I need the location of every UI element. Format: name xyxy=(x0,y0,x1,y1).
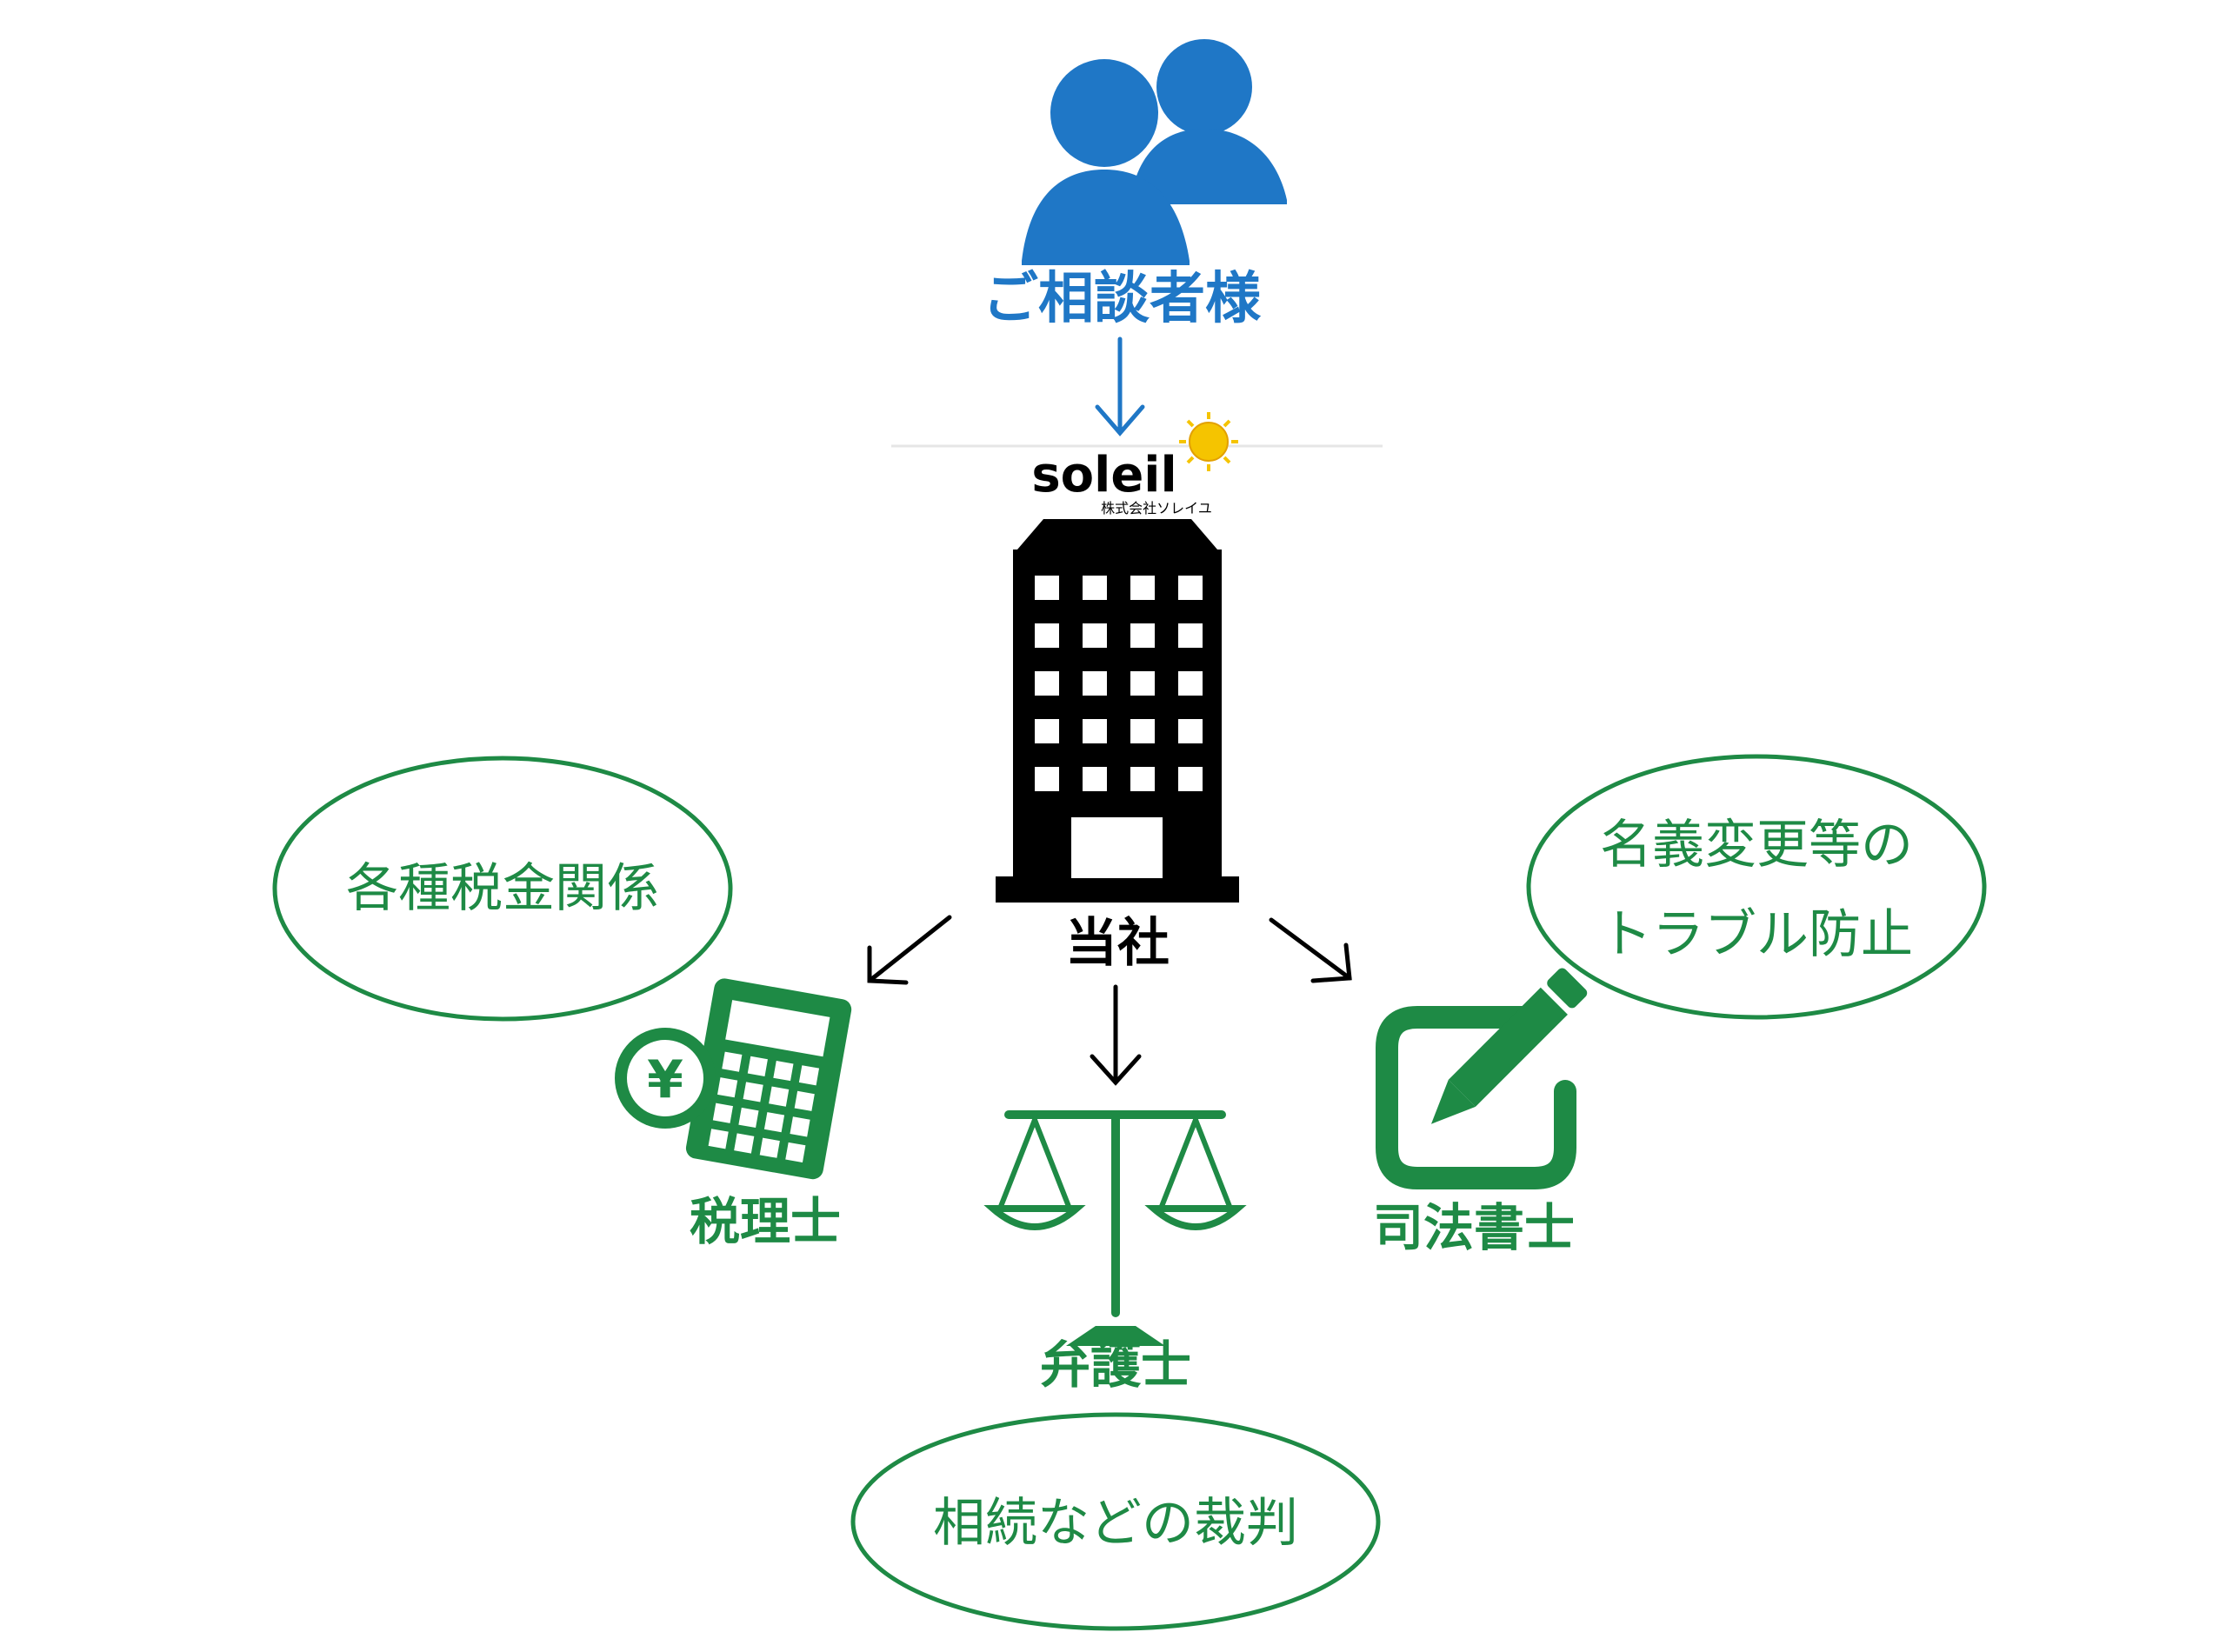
calculator-key xyxy=(773,1060,794,1082)
building-window xyxy=(1035,719,1059,743)
tax-note-bubble xyxy=(272,756,733,1022)
building-window xyxy=(1083,767,1107,791)
users-icon xyxy=(1022,39,1287,265)
building-window xyxy=(1178,623,1203,648)
arrow-company-to-lawyer xyxy=(1090,984,1142,1086)
calculator-key xyxy=(747,1056,768,1076)
tax-note: 各種税金関係 xyxy=(346,858,659,919)
calculator-key xyxy=(743,1082,763,1102)
scrivener-note-line2: トラブル防止 xyxy=(1600,904,1913,965)
lawyer-note: 相続などの裁判 xyxy=(933,1493,1298,1554)
building-window xyxy=(1178,576,1203,600)
calculator-key xyxy=(798,1065,820,1086)
scrivener-note-line1: 名義変更等の xyxy=(1600,815,1913,876)
scrivener-label: 司法書士 xyxy=(1373,1198,1575,1257)
building-window xyxy=(1130,671,1155,696)
building-window xyxy=(1178,767,1203,791)
lawyer-label: 弁護士 xyxy=(1040,1336,1191,1395)
lawyer-note-bubble xyxy=(850,1412,1381,1631)
calculator-key xyxy=(763,1112,785,1133)
tax-label: 税理士 xyxy=(690,1192,841,1251)
office-building-icon xyxy=(996,519,1239,903)
scrivener-note-bubble xyxy=(1526,754,1987,1020)
company-label: 当社 xyxy=(1065,913,1170,974)
scales-icon xyxy=(983,1110,1247,1346)
edit-pencil-icon xyxy=(1376,968,1588,1189)
company-logo: soleil 株式会社ソレイユ xyxy=(891,412,1383,516)
building-window xyxy=(1130,576,1155,600)
sun-icon xyxy=(1179,412,1238,471)
calculator-key xyxy=(712,1102,733,1123)
building-window xyxy=(1130,767,1155,791)
building-window xyxy=(1083,671,1107,696)
arrow-client-to-company xyxy=(1095,336,1145,436)
logo-text: soleil xyxy=(1031,447,1176,503)
svg-text:¥: ¥ xyxy=(647,1049,683,1110)
building-window xyxy=(1083,576,1107,600)
building-window xyxy=(1083,719,1107,743)
calculator-key xyxy=(794,1090,815,1111)
calculator-key xyxy=(734,1133,755,1154)
calculator-key xyxy=(708,1129,729,1149)
building-window xyxy=(1035,767,1059,791)
building-window xyxy=(1178,719,1203,743)
building-window xyxy=(1130,623,1155,648)
calculator-key xyxy=(785,1142,806,1163)
calculator-yen-icon: ¥ xyxy=(615,978,852,1180)
building-window xyxy=(1083,623,1107,648)
calculator-key xyxy=(759,1137,780,1158)
calculator-key xyxy=(769,1086,790,1107)
client-label: ご相談者様 xyxy=(983,267,1262,331)
arrow-company-to-tax xyxy=(867,915,952,985)
logo-subtext: 株式会社ソレイユ xyxy=(1101,500,1212,516)
calculator-key xyxy=(717,1077,738,1098)
calculator-key xyxy=(722,1051,743,1072)
building-window xyxy=(1035,576,1059,600)
arrow-company-to-scrivener xyxy=(1269,917,1352,983)
building-window xyxy=(1178,671,1203,696)
calculator-key xyxy=(790,1116,810,1137)
building-window xyxy=(1035,623,1059,648)
building-window xyxy=(1035,671,1059,696)
calculator-key xyxy=(738,1107,759,1129)
building-window xyxy=(1130,719,1155,743)
